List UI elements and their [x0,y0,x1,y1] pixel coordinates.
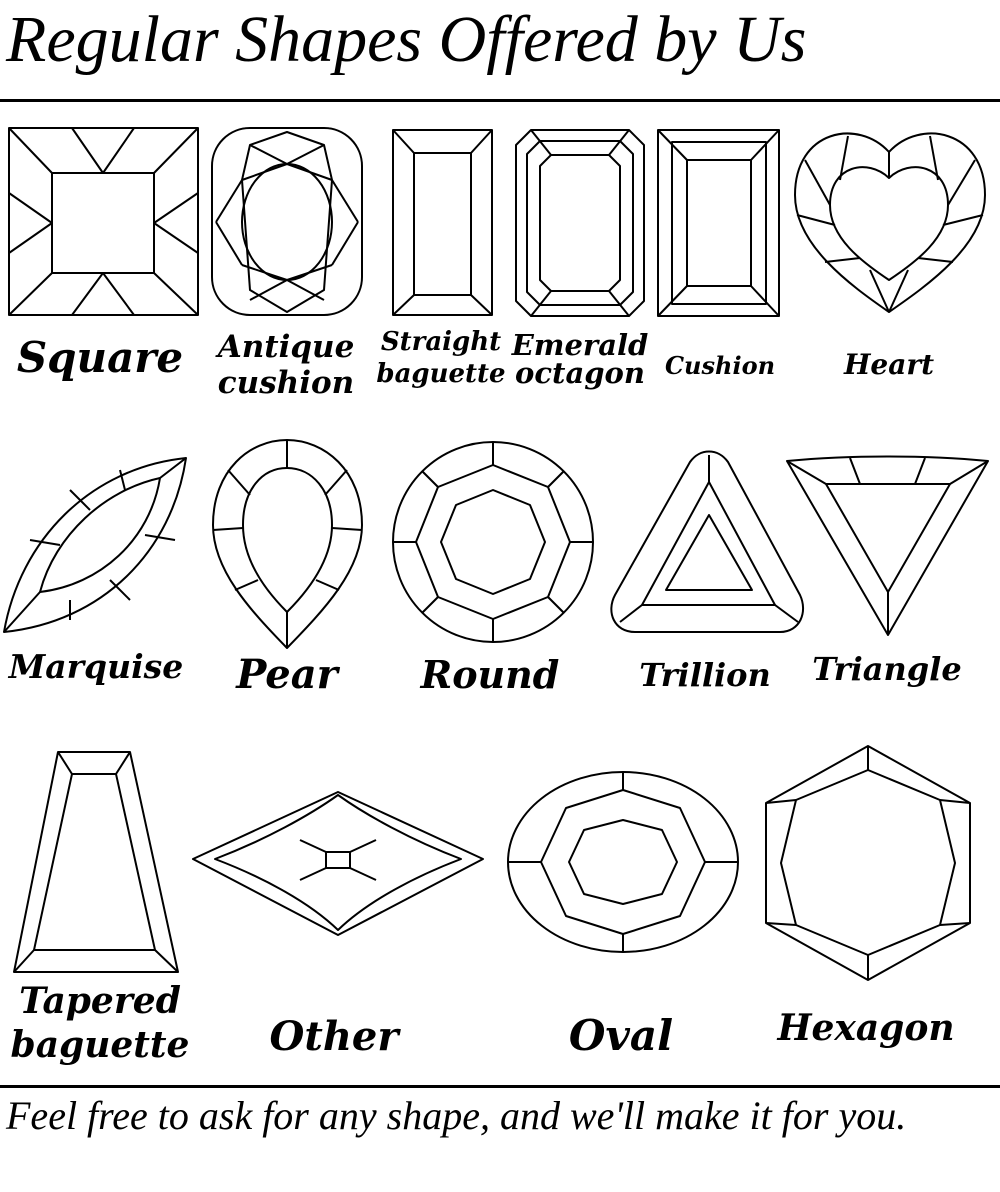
triangle-label: Triangle [812,650,961,688]
triangle-gem-drawing [786,455,989,636]
heart-gem-drawing [794,132,986,313]
other-label: Other [270,1013,402,1060]
heart-label: Heart [843,348,934,381]
square-label-line: Square [17,333,183,382]
round-label-line: Round [420,652,560,697]
emerald-octagon-gem-drawing [515,129,645,317]
marquise-label-line: Marquise [8,647,183,686]
other-label-line: Other [270,1013,402,1060]
emerald-octagon-label-line: octagon [515,356,645,390]
tapered-baguette-gem-drawing [13,751,179,973]
page-title: Regular Shapes Offered by Us [6,3,807,76]
pear-gem-drawing [212,439,363,649]
cushion-gem-drawing [657,129,780,317]
tapered-baguette-label-line: Tapered [19,980,181,1022]
round-gem-drawing [392,441,594,643]
cushion-label: Cushion [665,351,775,380]
square-label: Square [17,333,183,382]
oval-label-line: Oval [569,1011,673,1060]
other-gem-drawing [192,791,484,936]
antique-cushion-label-line: cushion [218,365,354,401]
marquise-gem-drawing [3,457,187,633]
footer-note: Feel free to ask for any shape, and we'l… [6,1093,907,1138]
oval-gem-drawing [507,771,739,953]
triangle-label-line: Triangle [812,650,961,688]
hexagon-label-line: Hexagon [776,1007,954,1049]
round-label: Round [420,652,560,697]
cushion-label-line: Cushion [665,351,775,380]
pear-label-line: Pear [235,651,340,698]
top-divider [0,99,1000,102]
tapered-baguette-label-line: baguette [11,1024,190,1066]
trillion-label: Trillion [639,656,771,694]
heart-label-line: Heart [843,348,934,381]
pear-label: Pear [235,651,340,698]
hexagon-gem-drawing [765,745,971,981]
antique-cushion-gem-drawing [211,127,363,316]
emerald-octagon-label-line: Emerald [511,328,649,362]
straight-baguette-label-line: baguette [376,359,505,389]
antique-cushion-label-line: Antique [215,329,355,365]
straight-baguette-gem-drawing [392,129,493,316]
marquise-label: Marquise [8,647,183,686]
trillion-gem-drawing [610,450,805,633]
bottom-divider [0,1085,1000,1088]
hexagon-label: Hexagon [776,1007,954,1049]
square-gem-drawing [8,127,199,316]
oval-label: Oval [569,1011,673,1060]
straight-baguette-label-line: Straight [381,327,501,357]
trillion-label-line: Trillion [639,656,771,694]
